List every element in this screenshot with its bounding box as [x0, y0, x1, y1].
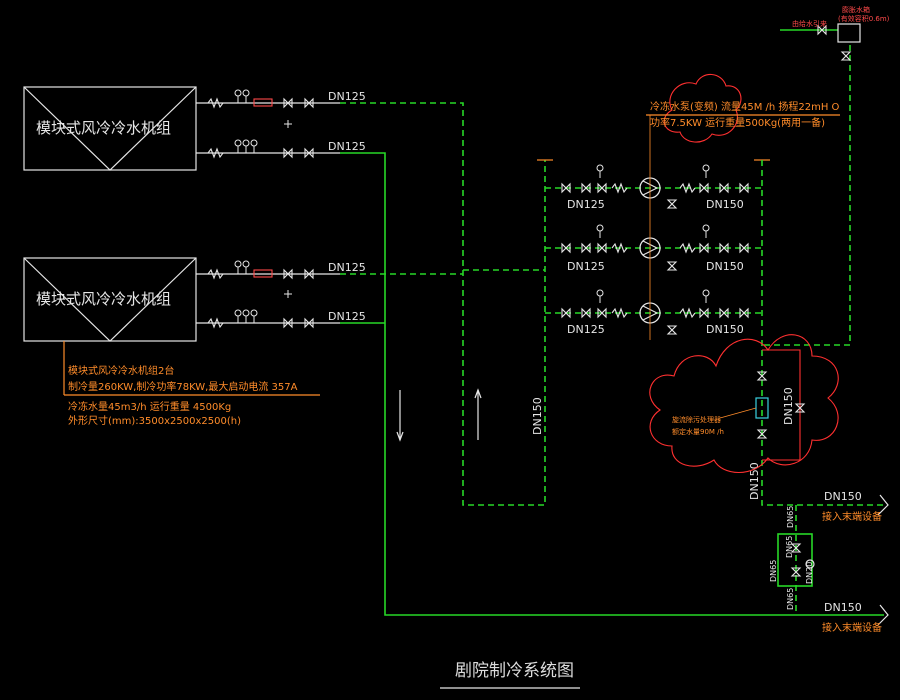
- chiller-unit-1: 模块式风冷冷水机组: [23, 86, 197, 171]
- pump-set: [561, 115, 749, 340]
- expansion-tank: 由给水引来 膨胀水箱 (有效容积0.6m): [792, 5, 890, 61]
- label-dn150-outlet-2: DN150: [824, 601, 862, 614]
- label-dn150-bypass: DN150: [782, 387, 795, 425]
- label-dn65-top: DN65: [786, 506, 795, 528]
- label-dn65-left: DN65: [769, 560, 778, 582]
- chiller-2-label: 模块式风冷冷水机组: [36, 290, 171, 308]
- chiller-unit-2: 模块式风冷冷水机组: [23, 257, 197, 342]
- label-dn125-g: DN125: [567, 323, 605, 336]
- tank-inlet-label: 由给水引来: [792, 19, 827, 28]
- dirt-separator: 旋流除污处理器 额定水量90M /h: [649, 334, 839, 473]
- pump-note-line-2: 功率7.5KW 运行重量500Kg(两用一备): [650, 116, 825, 129]
- chiller-note-line-2: 制冷量260KW,制冷功率78KW,最大启动电流 357A: [68, 380, 298, 393]
- page-title: 剧院制冷系统图: [455, 661, 574, 681]
- chiller-note-line-4: 外形尺寸(mm):3500x2500x2500(h): [68, 414, 241, 427]
- label-dn65-mid: DN65: [785, 536, 794, 558]
- bypass-assembly: DN65 DN65 DN65 DN20 DN65: [769, 506, 815, 610]
- processor-note-line-2: 额定水量90M /h: [672, 427, 724, 436]
- supply-return-piping: [340, 29, 884, 616]
- label-dn125-a: DN125: [328, 90, 366, 103]
- terminal-label-2: 接入末端设备: [822, 621, 882, 634]
- label-dn150-b: DN150: [706, 260, 744, 273]
- terminal-label-1: 接入末端设备: [822, 510, 882, 523]
- chiller-fittings: [207, 89, 314, 328]
- chiller-note-line-3: 冷冻水量45m3/h 运行重量 4500Kg: [68, 400, 231, 413]
- chiller-connection-lines: [196, 102, 340, 324]
- tank-label-line-1: 膨胀水箱: [842, 5, 870, 14]
- label-dn125-c: DN125: [328, 261, 366, 274]
- label-dn150-a: DN150: [706, 198, 744, 211]
- chiller-1-label: 模块式风冷冷水机组: [36, 119, 171, 137]
- pump-note-line-1: 冷冻水泵(变频) 流量45M /h 扬程22mH O: [650, 100, 840, 113]
- pipe-size-labels: DN125 DN125 DN125 DN125 DN125 DN125 DN12…: [328, 90, 862, 614]
- label-dn150-c: DN150: [706, 323, 744, 336]
- label-dn150-vertical: DN150: [531, 397, 544, 435]
- label-dn65-bottom: DN65: [786, 588, 795, 610]
- diagram-title: 剧院制冷系统图: [440, 661, 580, 689]
- label-dn125-e: DN125: [567, 198, 605, 211]
- label-dn150-riser: DN150: [748, 462, 761, 500]
- pump-notes: 冷冻水泵(变频) 流量45M /h 扬程22mH O 功率7.5KW 运行重量5…: [646, 73, 840, 143]
- chiller-note-line-1: 模块式风冷冷水机组2台: [68, 364, 174, 377]
- label-dn20: DN20: [805, 562, 814, 584]
- processor-note-line-1: 旋流除污处理器: [672, 415, 721, 424]
- terminal-outlets: 接入末端设备 接入末端设备: [822, 494, 889, 634]
- label-dn125-d: DN125: [328, 310, 366, 323]
- tank-label-line-2: (有效容积0.6m): [838, 14, 890, 23]
- label-dn125-f: DN125: [567, 260, 605, 273]
- flow-arrows: [396, 388, 482, 442]
- label-dn125-b: DN125: [328, 140, 366, 153]
- chiller-notes: 模块式风冷冷水机组2台 制冷量260KW,制冷功率78KW,最大启动电流 357…: [63, 341, 320, 427]
- label-dn150-outlet-1: DN150: [824, 490, 862, 503]
